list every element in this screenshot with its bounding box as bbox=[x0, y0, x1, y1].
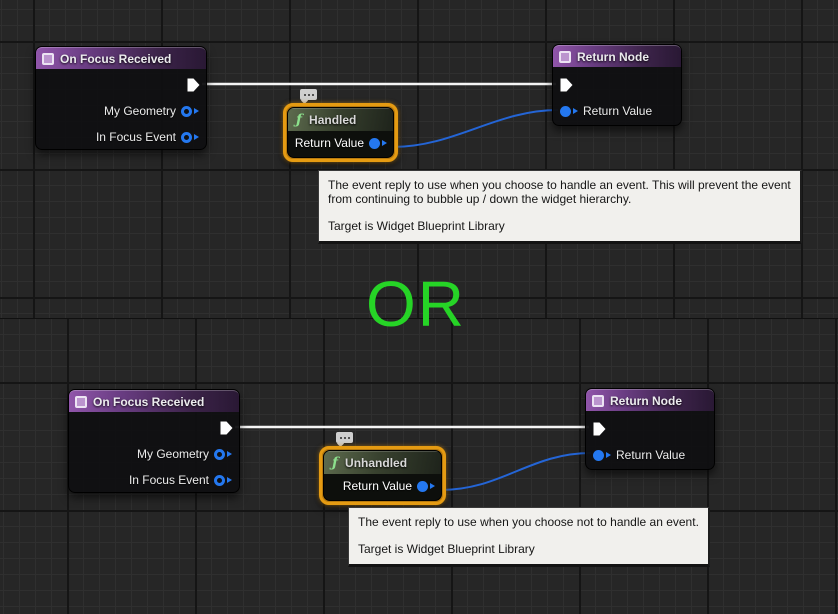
return-node-header[interactable]: Return Node bbox=[553, 45, 681, 67]
event-node-header[interactable]: On Focus Received bbox=[36, 47, 206, 69]
pin-arrow-icon bbox=[194, 134, 199, 140]
object-pin-icon bbox=[214, 448, 225, 460]
pin-arrow-icon bbox=[430, 483, 435, 489]
tooltip-target: Target is Widget Blueprint Library bbox=[328, 219, 505, 234]
return-node-icon bbox=[559, 50, 571, 63]
function-node-title: Handled bbox=[309, 113, 357, 127]
return-node-title: Return Node bbox=[610, 393, 682, 408]
function-node-handled[interactable]: ƒ Handled Return Value bbox=[283, 103, 398, 162]
pin-label: Return Value bbox=[583, 104, 653, 118]
exec-output-pin[interactable] bbox=[219, 420, 234, 436]
pin-label: In Focus Event bbox=[95, 130, 176, 144]
pin-arrow-icon bbox=[606, 452, 611, 458]
pin-label: Return Value bbox=[294, 136, 364, 150]
exec-input-pin[interactable] bbox=[559, 77, 574, 93]
output-pin-in-focus-event[interactable]: In Focus Event bbox=[129, 472, 232, 488]
comment-bubble-icon[interactable] bbox=[336, 432, 353, 443]
return-node-2[interactable]: Return Node Return Value bbox=[585, 388, 715, 470]
function-node-header[interactable]: ƒ Handled bbox=[288, 108, 393, 131]
event-node-title: On Focus Received bbox=[93, 394, 205, 409]
object-pin-icon bbox=[181, 131, 192, 143]
event-node-icon bbox=[42, 52, 54, 65]
object-pin-icon bbox=[369, 137, 380, 149]
object-pin-icon bbox=[181, 105, 192, 117]
event-node-icon bbox=[75, 395, 87, 408]
comment-bubble-icon[interactable] bbox=[300, 89, 317, 100]
pin-arrow-icon bbox=[227, 477, 232, 483]
object-pin-icon bbox=[417, 480, 428, 492]
object-pin-icon bbox=[593, 449, 604, 461]
pin-label: My Geometry bbox=[103, 104, 176, 118]
return-node-title: Return Node bbox=[577, 49, 649, 64]
return-value-pin-row[interactable]: Return Value bbox=[324, 474, 441, 500]
function-node-unhandled[interactable]: ƒ Unhandled Return Value bbox=[319, 446, 446, 505]
object-pin-icon bbox=[214, 474, 225, 486]
return-value-pin-row[interactable]: Return Value bbox=[288, 131, 393, 157]
function-f-icon: ƒ bbox=[296, 112, 303, 128]
output-pin-my-geometry[interactable]: My Geometry bbox=[137, 446, 232, 462]
output-pin-in-focus-event[interactable]: In Focus Event bbox=[96, 129, 199, 145]
object-pin-icon bbox=[560, 105, 571, 117]
output-pin-my-geometry[interactable]: My Geometry bbox=[104, 103, 199, 119]
event-node-on-focus-received[interactable]: On Focus Received My Geometry In Focus E… bbox=[35, 46, 207, 150]
event-node-title: On Focus Received bbox=[60, 51, 172, 66]
pin-label: My Geometry bbox=[136, 447, 209, 461]
tooltip-unhandled: The event reply to use when you choose n… bbox=[348, 507, 710, 568]
pin-arrow-icon bbox=[194, 108, 199, 114]
or-label: OR bbox=[366, 268, 466, 340]
tooltip-handled: The event reply to use when you choose t… bbox=[318, 170, 802, 245]
tooltip-target: Target is Widget Blueprint Library bbox=[358, 542, 535, 557]
input-pin-return-value[interactable]: Return Value bbox=[593, 447, 685, 463]
function-node-header[interactable]: ƒ Unhandled bbox=[324, 451, 441, 474]
exec-input-pin[interactable] bbox=[592, 421, 607, 437]
return-node-header[interactable]: Return Node bbox=[586, 389, 714, 411]
return-node-icon bbox=[592, 394, 604, 407]
event-node-on-focus-received-2[interactable]: On Focus Received My Geometry In Focus E… bbox=[68, 389, 240, 493]
pin-arrow-icon bbox=[573, 108, 578, 114]
function-node-title: Unhandled bbox=[345, 456, 408, 470]
pin-label: Return Value bbox=[342, 479, 412, 493]
function-f-icon: ƒ bbox=[332, 455, 339, 471]
return-node[interactable]: Return Node Return Value bbox=[552, 44, 682, 126]
pin-label: Return Value bbox=[616, 448, 686, 462]
pin-label: In Focus Event bbox=[128, 473, 209, 487]
pin-arrow-icon bbox=[227, 451, 232, 457]
input-pin-return-value[interactable]: Return Value bbox=[560, 103, 652, 119]
exec-output-pin[interactable] bbox=[186, 77, 201, 93]
tooltip-body: The event reply to use when you choose t… bbox=[328, 178, 791, 207]
tooltip-body: The event reply to use when you choose n… bbox=[358, 515, 699, 529]
event-node-header[interactable]: On Focus Received bbox=[69, 390, 239, 412]
pin-arrow-icon bbox=[382, 140, 387, 146]
